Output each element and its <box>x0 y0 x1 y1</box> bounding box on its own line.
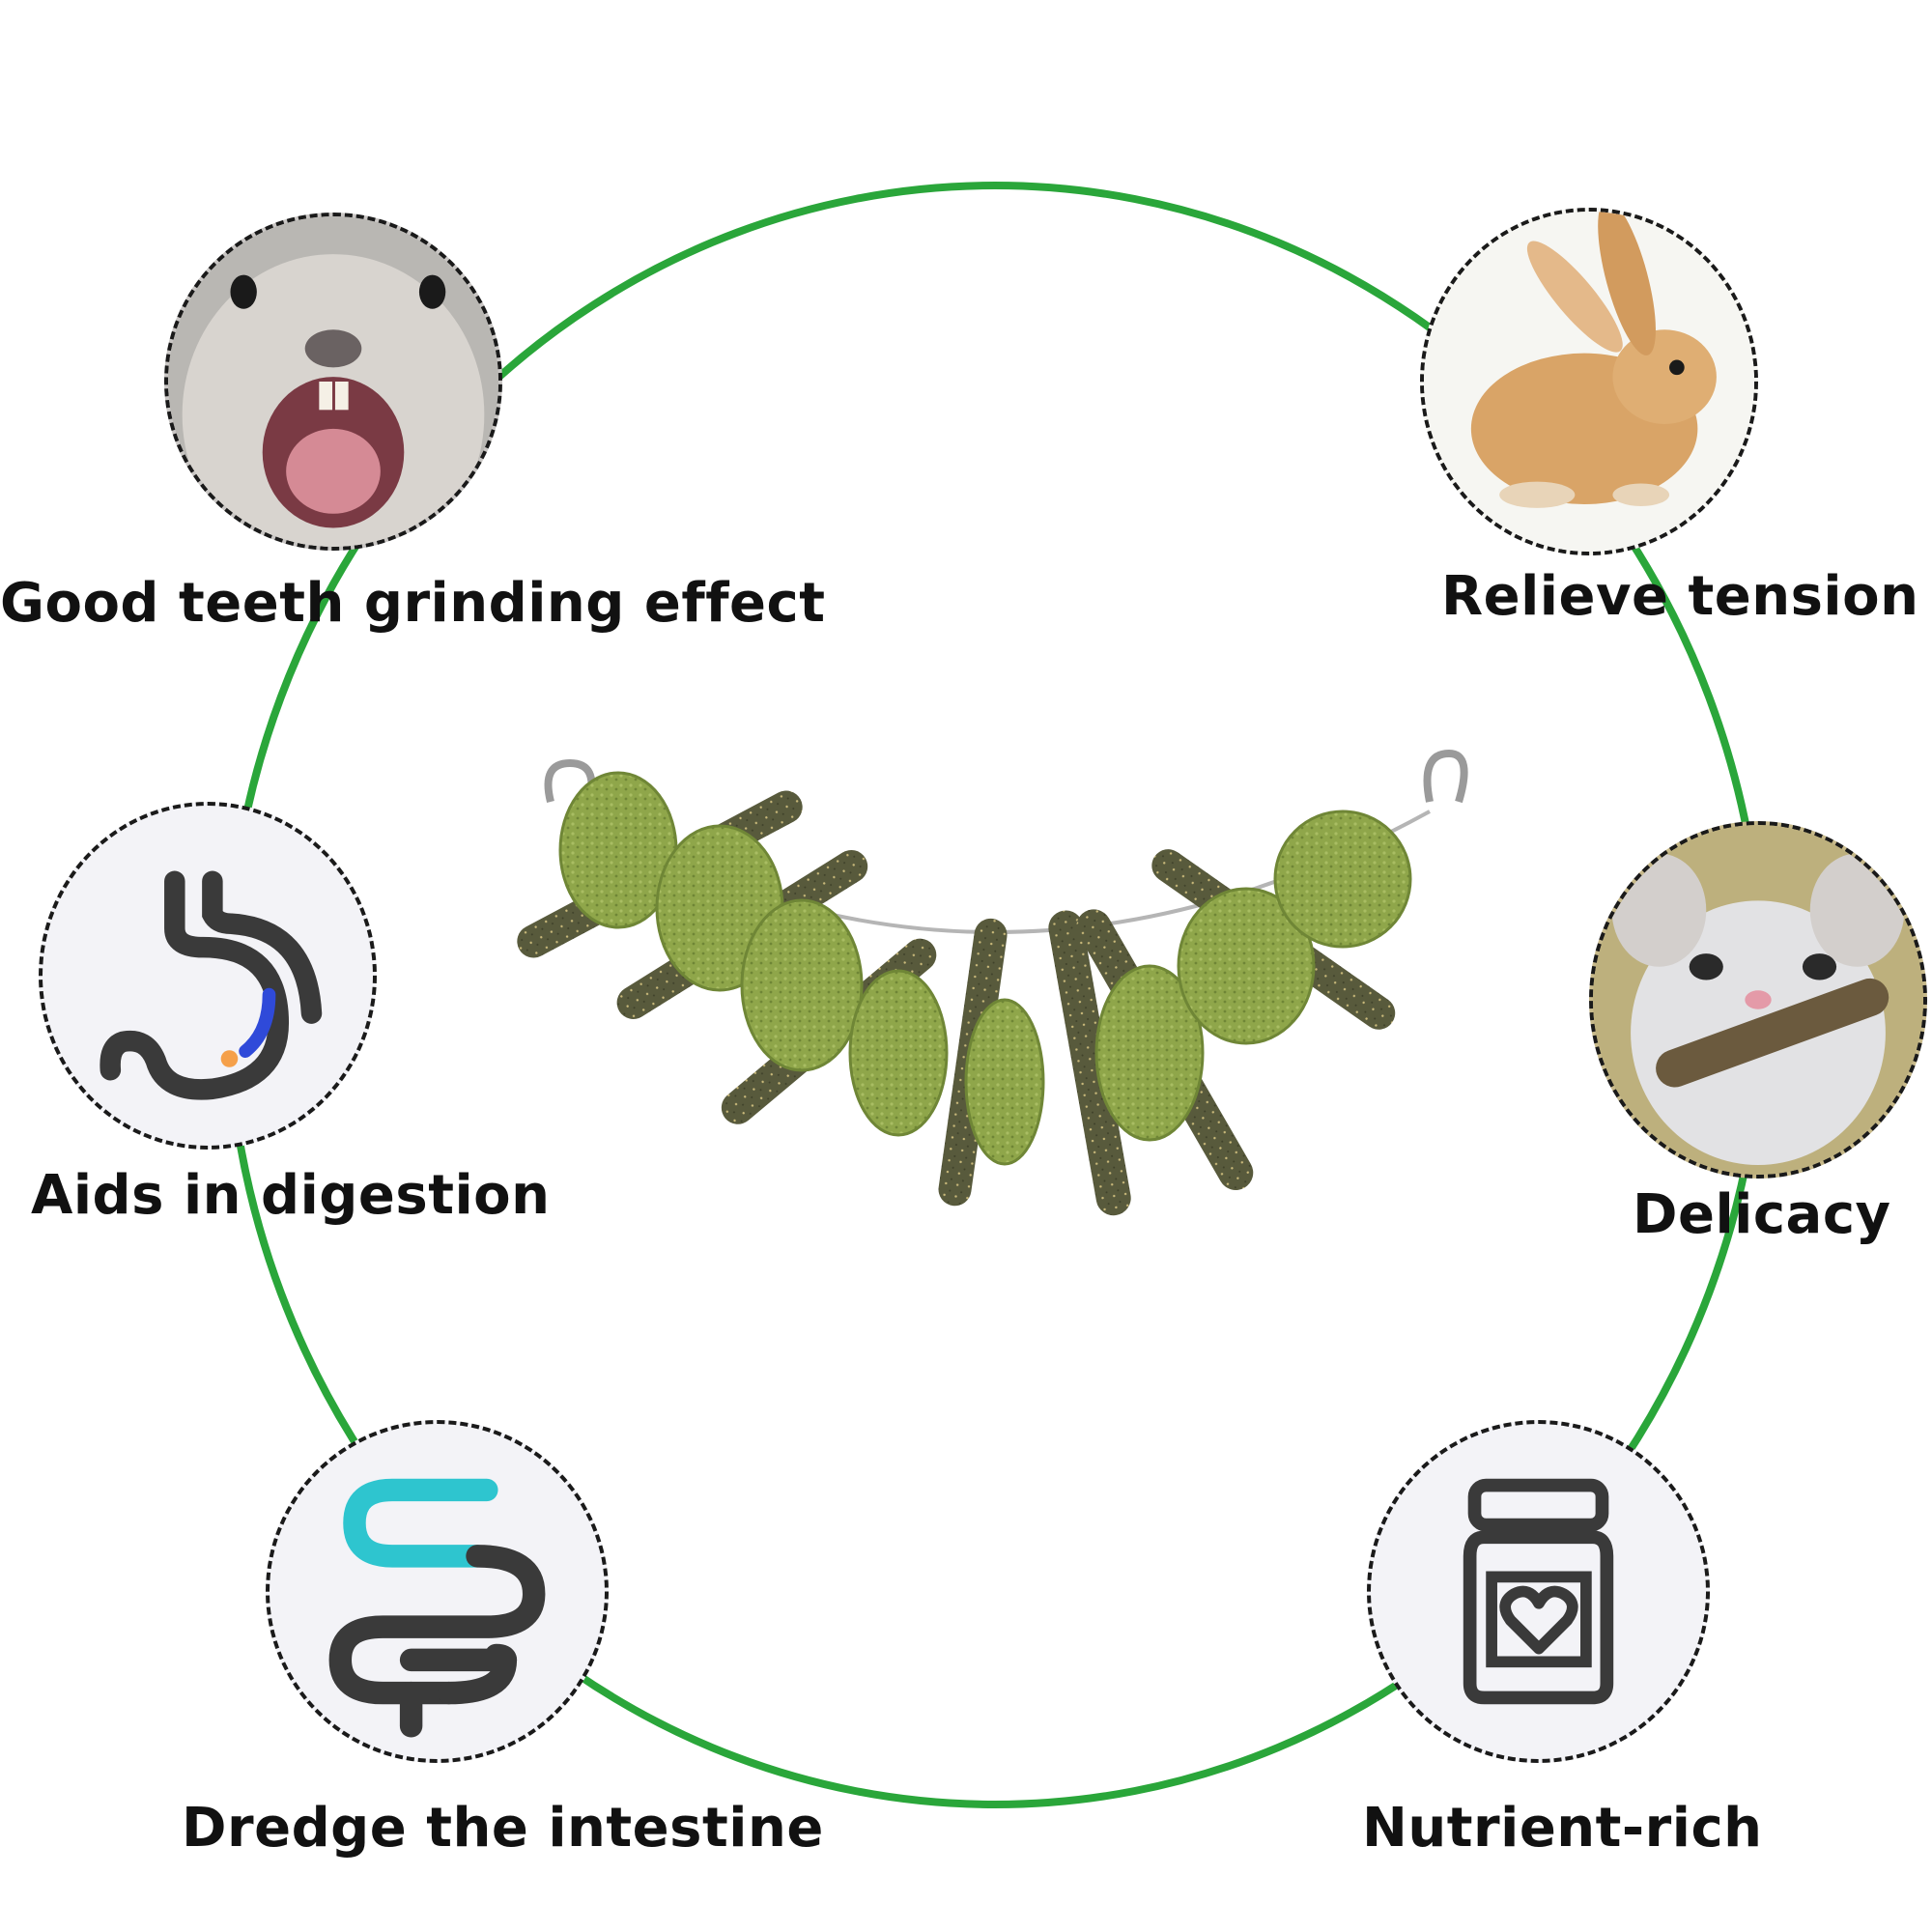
label-digestion: Aids in digestion <box>31 1164 551 1227</box>
jar-heart-icon <box>1367 1420 1710 1763</box>
label-delicacy: Delicacy <box>1633 1183 1891 1246</box>
hay-wheels <box>558 771 1412 1166</box>
right-hook <box>1423 749 1468 804</box>
stomach-icon <box>39 802 377 1150</box>
label-teeth: Good teeth grinding effect <box>0 572 826 635</box>
chinchilla-photo-icon <box>1589 821 1927 1179</box>
label-tension: Relieve tension <box>1441 565 1919 628</box>
gopher-photo-icon <box>164 213 502 551</box>
chew-stick-garland-image <box>517 749 1468 1216</box>
intestine-icon <box>266 1420 609 1763</box>
label-intestine: Dredge the intestine <box>182 1797 824 1860</box>
label-nutrient: Nutrient-rich <box>1362 1797 1763 1860</box>
rabbit-photo-icon <box>1420 208 1758 555</box>
